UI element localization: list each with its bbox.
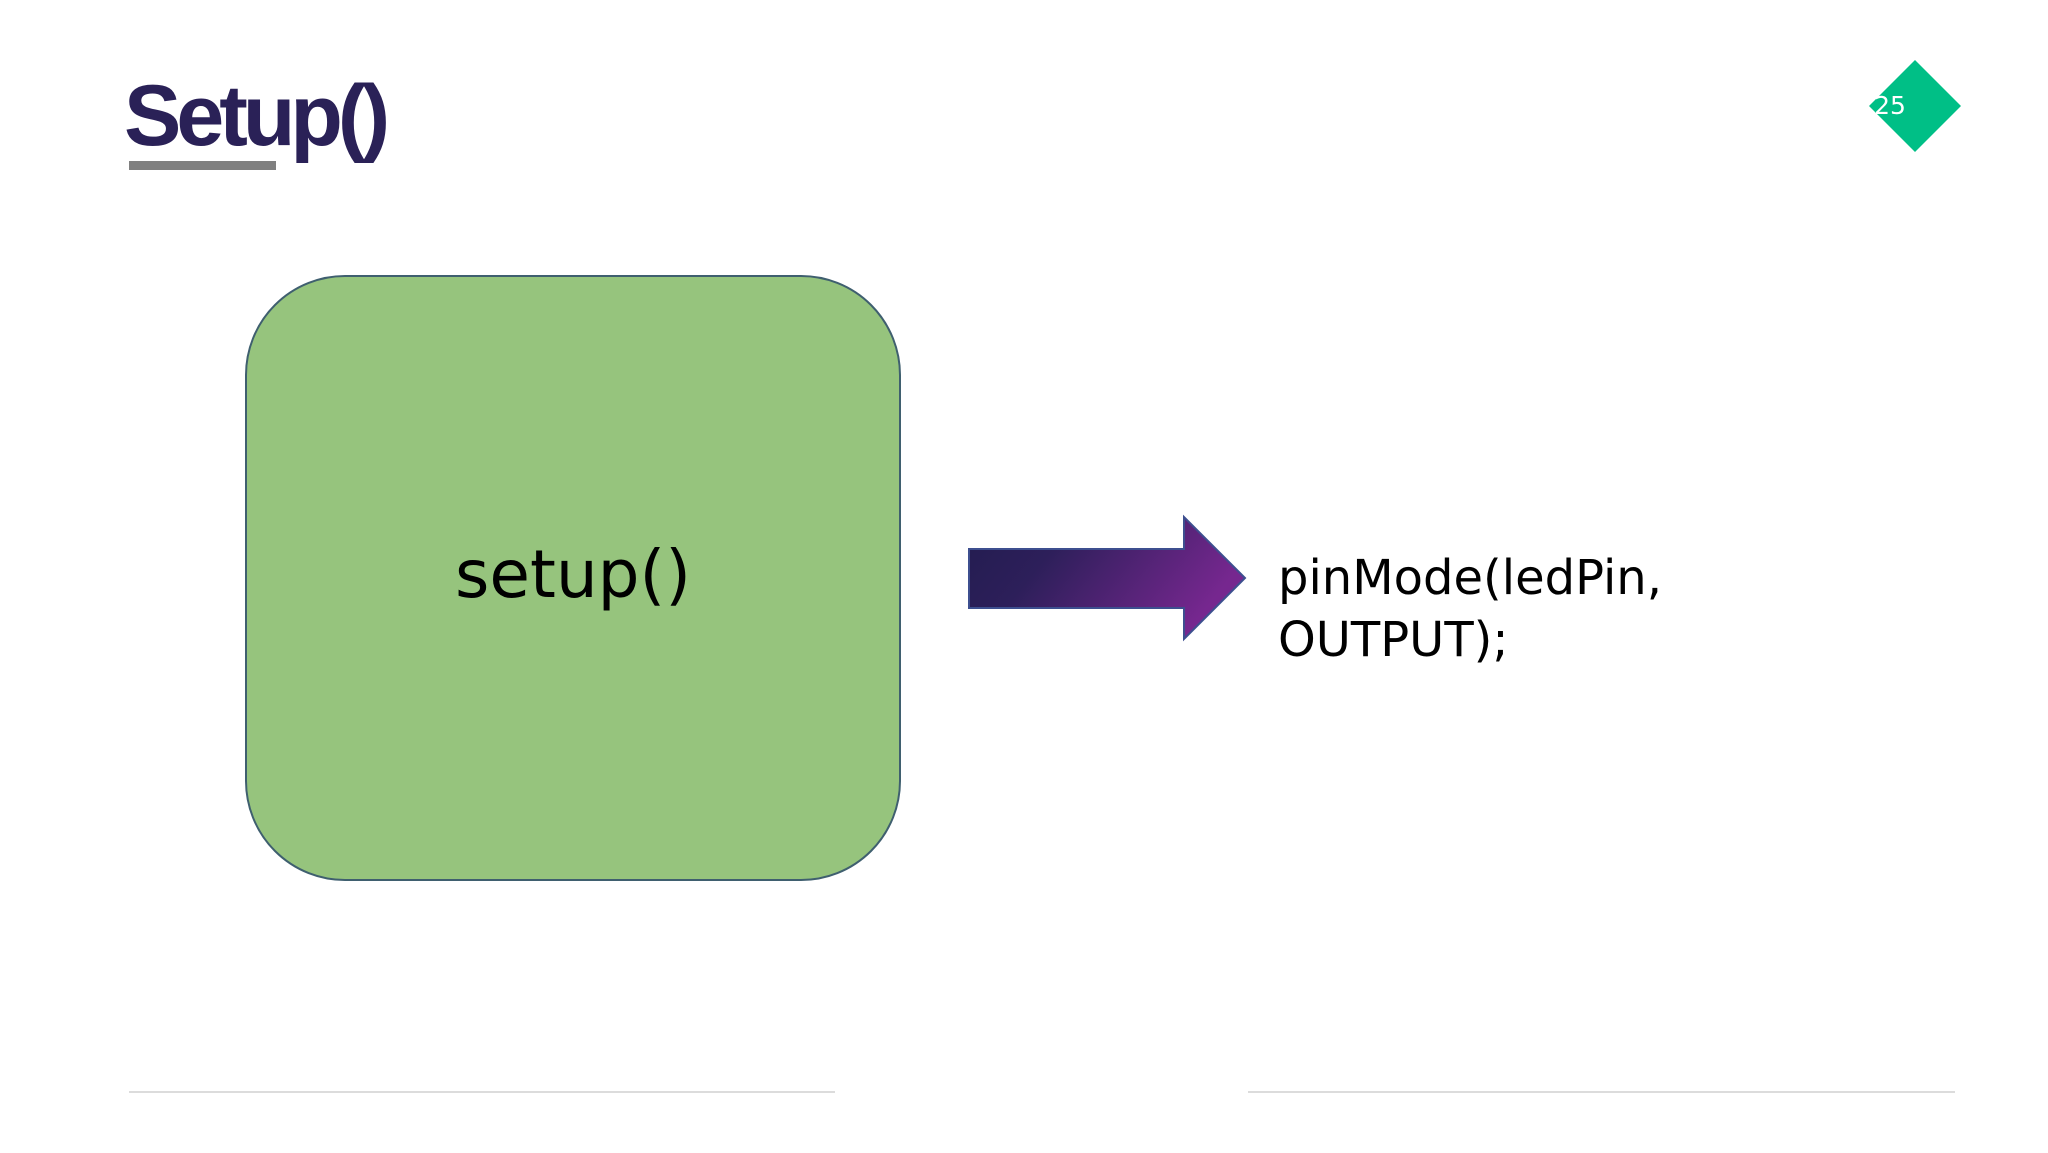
pinmode-text: pinMode(ledPin, OUTPUT); [1278, 547, 1662, 671]
title-underline [129, 161, 276, 170]
right-arrow-icon [968, 514, 1247, 642]
pinmode-text-line1: pinMode(ledPin, [1278, 550, 1662, 606]
slide-title: Setup() [124, 68, 390, 164]
footer-divider-left [129, 1091, 835, 1093]
diamond-icon [1869, 60, 1961, 152]
pinmode-text-line2: OUTPUT); [1278, 612, 1509, 668]
page-badge [1869, 60, 1961, 152]
page-number: 25 [1874, 91, 1906, 120]
setup-box-label: setup() [454, 535, 692, 613]
footer-divider-right [1248, 1091, 1955, 1093]
setup-box: setup() [245, 275, 901, 881]
